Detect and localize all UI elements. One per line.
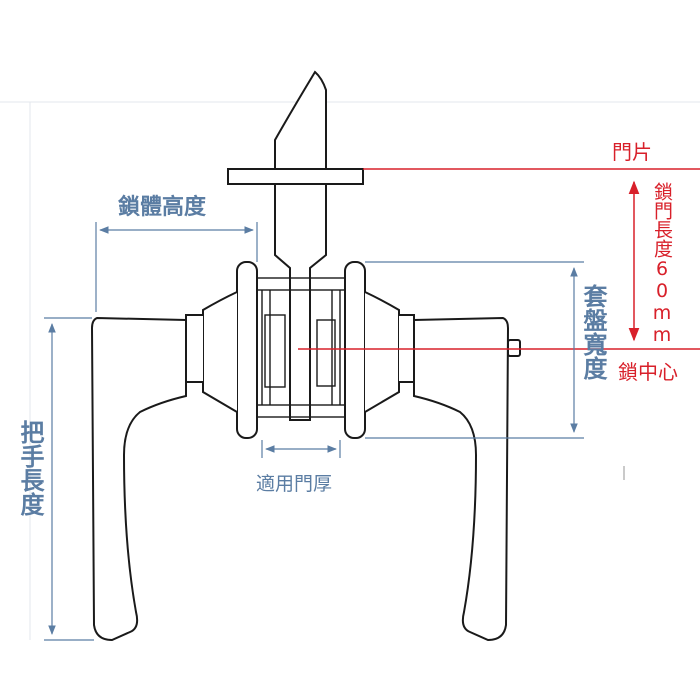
lock-reference-lines [298, 168, 700, 350]
dimension-lines [44, 222, 584, 641]
backset-label: 鎖門長度60mm [651, 182, 673, 346]
left-lever-handle [90, 314, 203, 642]
rose-width-label: 套盤寬度 [579, 284, 607, 380]
lock-body-height-label: 鎖體高度 [118, 195, 207, 220]
door-panel [227, 168, 364, 185]
handle-length-label: 把手長度 [16, 420, 44, 516]
left-rose [202, 261, 258, 439]
page-frame [0, 101, 700, 640]
latch-spindle [274, 70, 327, 421]
right-lever-handle [399, 314, 521, 642]
lock-center-label: 鎖中心 [618, 360, 678, 384]
right-rose [344, 261, 400, 439]
door-thickness-label: 適用門厚 [256, 473, 333, 495]
door-panel-label: 門片 [612, 140, 652, 164]
